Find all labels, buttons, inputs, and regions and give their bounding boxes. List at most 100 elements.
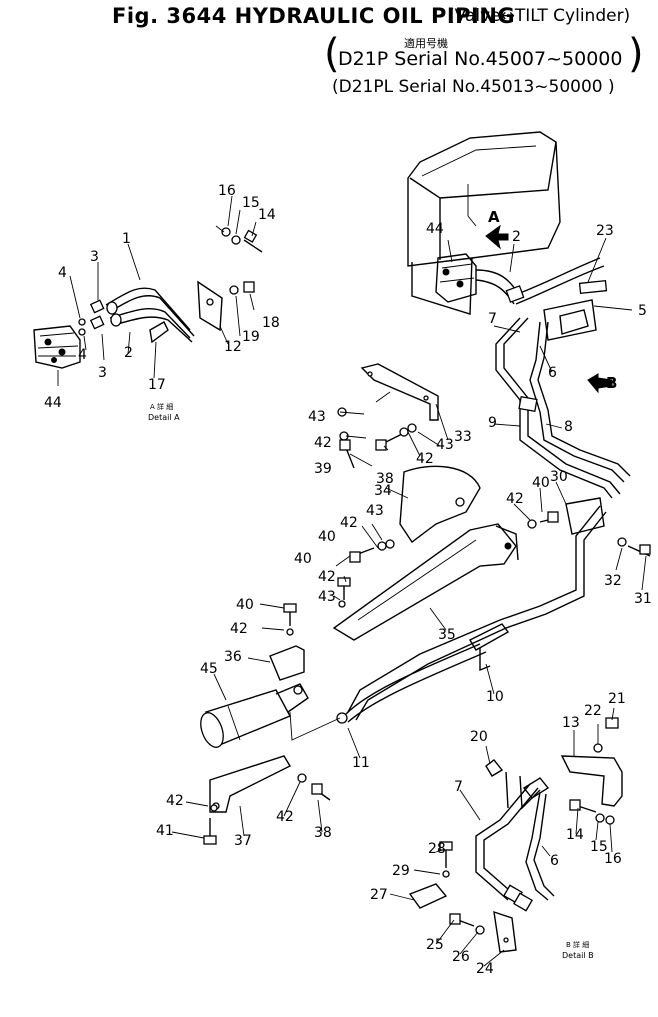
part-callout: 28 bbox=[428, 841, 446, 857]
part-callout: 4 bbox=[58, 265, 67, 281]
hose-end-icon bbox=[106, 301, 118, 315]
part-callout: 13 bbox=[562, 715, 580, 731]
part-callout: 7 bbox=[454, 779, 463, 795]
part-callout: 43 bbox=[308, 409, 326, 425]
part-callout: 10 bbox=[486, 689, 504, 705]
part-callout: 41 bbox=[156, 823, 174, 839]
part-callout: 38 bbox=[376, 471, 394, 487]
part-callout: 45 bbox=[200, 661, 218, 677]
part-callout: 5 bbox=[638, 303, 647, 319]
part-callout: 15 bbox=[590, 839, 608, 855]
part-callout: 18 bbox=[262, 315, 280, 331]
part-callout: 23 bbox=[596, 223, 614, 239]
tilt-cylinder-icon bbox=[200, 683, 309, 748]
part-callout: 14 bbox=[258, 207, 276, 223]
view-label-b: B bbox=[606, 374, 618, 392]
part-callout: 27 bbox=[370, 887, 388, 903]
part-callout: 19 bbox=[242, 329, 260, 345]
serial-range-d21pl: (D21PL Serial No.45013~50000 ) bbox=[332, 77, 615, 97]
view-arrow-b-icon bbox=[587, 373, 613, 394]
part-callout: 43 bbox=[436, 437, 454, 453]
part-callout: 3 bbox=[98, 365, 107, 381]
part-callout: 42 bbox=[314, 435, 332, 451]
frame-bracket bbox=[360, 363, 439, 421]
detail-a-label-jp: A 詳 細 bbox=[150, 403, 174, 411]
part-callout: 2 bbox=[512, 229, 521, 245]
part-callout: 32 bbox=[604, 573, 622, 589]
bracket-open: ( bbox=[324, 31, 340, 77]
bracket-plate bbox=[197, 280, 223, 332]
serial-range-d21p: D21P Serial No.45007~50000 bbox=[338, 48, 623, 70]
figure-title: Fig. 3644 HYDRAULIC OIL PIPING bbox=[112, 4, 516, 28]
part-callout: 42 bbox=[166, 793, 184, 809]
part-callout: 44 bbox=[44, 395, 62, 411]
part-callout: 42 bbox=[416, 451, 434, 467]
view-label-a: A bbox=[488, 208, 500, 226]
part-callout: 30 bbox=[550, 469, 568, 485]
part-callout: 42 bbox=[230, 621, 248, 637]
detail-b-label-en: Detail B bbox=[562, 951, 594, 960]
hose-line bbox=[113, 316, 193, 343]
part-callout: 14 bbox=[566, 827, 584, 843]
part-callout: 33 bbox=[454, 429, 472, 445]
part-callout: 20 bbox=[470, 729, 488, 745]
clamp-icon bbox=[149, 321, 169, 344]
detail-b-drawing bbox=[408, 717, 623, 953]
washer-icon bbox=[221, 227, 231, 237]
part-callout: 9 bbox=[488, 415, 497, 431]
part-callout: 39 bbox=[314, 461, 332, 477]
figure-subtitle: (Valve↔TILT Cylinder) bbox=[448, 6, 631, 26]
control-valve-icon bbox=[33, 325, 81, 369]
part-callout: 21 bbox=[608, 691, 626, 707]
part-callout: 4 bbox=[78, 347, 87, 363]
o-ring-icon bbox=[78, 318, 86, 326]
part-callout: 34 bbox=[374, 483, 392, 499]
part-callout: 40 bbox=[318, 529, 336, 545]
bolt-icon bbox=[243, 239, 263, 253]
part-callout: 38 bbox=[314, 825, 332, 841]
part-callout: 29 bbox=[392, 863, 410, 879]
control-valve-icon bbox=[435, 253, 477, 303]
part-callout: 42 bbox=[340, 515, 358, 531]
part-callout: 24 bbox=[476, 961, 494, 977]
part-callout: 16 bbox=[604, 851, 622, 867]
part-callout: 36 bbox=[224, 649, 242, 665]
bracket-close: ) bbox=[628, 31, 644, 77]
part-callout: 2 bbox=[124, 345, 133, 361]
part-callout: 42 bbox=[276, 809, 294, 825]
pipe-bundle bbox=[347, 317, 651, 721]
part-callout: 43 bbox=[366, 503, 384, 519]
hose-end-icon bbox=[110, 313, 122, 327]
part-callout: 40 bbox=[532, 475, 550, 491]
part-callout: 1 bbox=[122, 231, 131, 247]
part-callout: 43 bbox=[318, 589, 336, 605]
tank-assembly bbox=[407, 131, 608, 341]
washer-icon bbox=[231, 235, 241, 245]
bracket-plate bbox=[269, 645, 305, 681]
part-callout: 11 bbox=[352, 755, 370, 771]
part-callout: 31 bbox=[634, 591, 652, 607]
bolt-hole-icon bbox=[206, 298, 214, 306]
detail-a-label-en: Detail A bbox=[148, 413, 180, 422]
applicable-models-jp: 適用号機 bbox=[404, 37, 448, 50]
detail-a-drawing bbox=[33, 195, 263, 386]
part-callout: 40 bbox=[294, 551, 312, 567]
part-callout: 42 bbox=[506, 491, 524, 507]
cover-plate bbox=[399, 465, 481, 544]
part-callout: 6 bbox=[550, 853, 559, 869]
part-callout: 37 bbox=[234, 833, 252, 849]
part-callout: 44 bbox=[426, 221, 444, 237]
o-ring-icon bbox=[78, 328, 86, 336]
part-callout: 26 bbox=[452, 949, 470, 965]
part-callout: 12 bbox=[224, 339, 242, 355]
part-callout: 8 bbox=[564, 419, 573, 435]
part-callout: 42 bbox=[318, 569, 336, 585]
part-callout: 7 bbox=[488, 311, 497, 327]
part-callout: 22 bbox=[584, 703, 602, 719]
hose-line bbox=[105, 287, 191, 331]
part-callout: 35 bbox=[438, 627, 456, 643]
detail-b-label-jp: B 詳 細 bbox=[566, 941, 590, 949]
part-callout: 6 bbox=[548, 365, 557, 381]
part-callout: 16 bbox=[218, 183, 236, 199]
